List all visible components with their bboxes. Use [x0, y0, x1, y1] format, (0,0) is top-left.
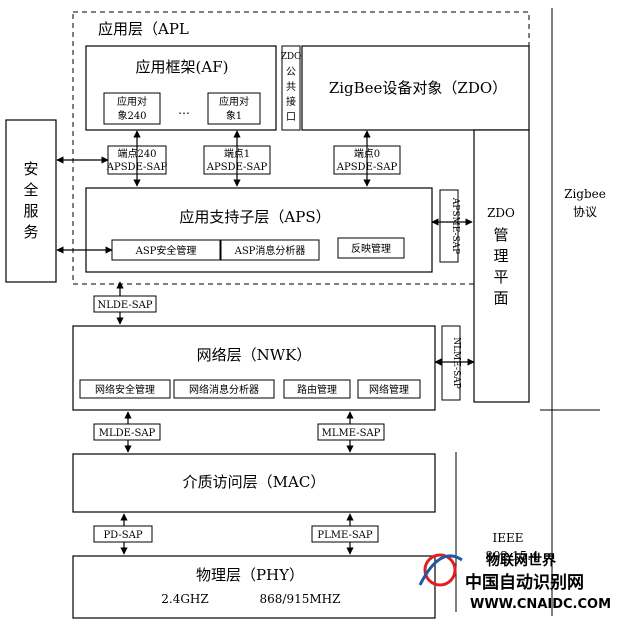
mlde-sap-label: MLDE-SAP [99, 428, 156, 439]
zdo-plane-char-1: ZDO [487, 206, 515, 220]
nwk-network-mgmt [357, 379, 421, 399]
zdo-if-char-3: 共 [286, 81, 296, 93]
app-object-1-line1: 应用对 [219, 95, 249, 108]
nlme-sap-label: NLME-SAP [451, 337, 461, 389]
aps-message-analyzer [220, 239, 320, 261]
watermark-logo [418, 553, 463, 587]
nlde-sap-label: NLDE-SAP [97, 300, 152, 311]
aps-reflect-mgmt [337, 237, 405, 259]
nwk-routing-mgmt [283, 379, 351, 399]
aps-security-mgmt-label: ASP安全管理 [135, 244, 197, 257]
app-object-240 [103, 92, 161, 125]
phy-box [72, 555, 436, 619]
phy-band-24ghz: 2.4GHZ [161, 592, 208, 606]
zdo-public-interface [281, 45, 301, 131]
security-char-4: 务 [23, 223, 38, 241]
aps-title: 应用支持子层（APS） [179, 208, 330, 226]
apsme-sap-box [439, 189, 459, 263]
app-object-1-line2: 象1 [226, 110, 242, 122]
aps-reflect-mgmt-label: 反映管理 [351, 242, 391, 255]
zdo-box [301, 45, 530, 131]
apsme-sap-label: APSME-SAP [450, 197, 460, 254]
zdo-plane-char-3: 理 [493, 247, 508, 265]
ieee-label-1: IEEE [492, 531, 523, 545]
plme-sap-label: PLME-SAP [317, 530, 373, 541]
zdo-if-char-4: 接 [286, 95, 296, 108]
nwk-security-mgmt [79, 379, 171, 399]
security-service-box [5, 119, 57, 283]
security-char-2: 全 [23, 181, 38, 199]
watermark-swoosh-icon [418, 554, 463, 586]
nwk-title: 网络层（NWK） [197, 346, 312, 364]
phy-band-868-915mhz: 868/915MHZ [260, 592, 341, 606]
nwk-network-mgmt-label: 网络管理 [369, 383, 409, 396]
plme-sap-box [311, 525, 379, 543]
nlde-sap-box [93, 295, 157, 313]
pd-sap-box [93, 525, 153, 543]
zdo-if-char-1: ZDO [281, 52, 302, 62]
mac-box [72, 453, 436, 513]
app-object-240-line2: 象240 [117, 110, 146, 122]
security-char-1: 安 [23, 160, 38, 178]
nwk-security-mgmt-label: 网络安全管理 [95, 383, 155, 396]
watermark-cn1: 物联网世界 [486, 552, 557, 569]
app-object-1 [207, 92, 261, 125]
nwk-message-analyzer [173, 379, 275, 399]
mlde-sap-box [93, 423, 161, 441]
apl-title: 应用层（APL [98, 20, 189, 38]
zdo-title: ZigBee设备对象（ZDO） [329, 79, 507, 97]
watermark-cn2: 中国自动识别网 [465, 572, 584, 593]
pd-sap-label: PD-SAP [103, 530, 142, 541]
af-ellipsis: … [178, 103, 190, 117]
ieee-label-2: 802.15.4 [485, 549, 539, 563]
mlme-sap-box [317, 423, 385, 441]
aps-message-analyzer-label: ASP消息分析器 [234, 244, 306, 257]
app-object-240-line1: 应用对 [117, 95, 147, 108]
watermark-ring-icon [423, 553, 457, 587]
zdo-plane-char-4: 平 [493, 268, 508, 286]
zdo-plane-char-5: 面 [493, 289, 508, 307]
zigbee-protocol-label-2: 协议 [573, 204, 597, 219]
zdo-if-char-5: 口 [286, 112, 296, 123]
af-title: 应用框架(AF) [136, 58, 229, 76]
security-char-3: 服 [23, 202, 38, 220]
zigbee-protocol-label-1: Zigbee [564, 187, 606, 201]
mac-title: 介质访问层（MAC） [183, 473, 326, 491]
zdo-mgmt-plane [473, 129, 530, 403]
watermark-url: WWW.CNAIDC.COM [470, 597, 611, 612]
mlme-sap-label: MLME-SAP [322, 428, 381, 439]
zdo-plane-char-2: 管 [493, 226, 508, 244]
phy-title: 物理层（PHY） [196, 566, 304, 584]
nwk-message-analyzer-label: 网络消息分析器 [189, 383, 259, 396]
zdo-if-char-2: 公 [286, 67, 296, 78]
apl-region [72, 11, 530, 285]
nwk-routing-mgmt-label: 路由管理 [297, 383, 337, 396]
